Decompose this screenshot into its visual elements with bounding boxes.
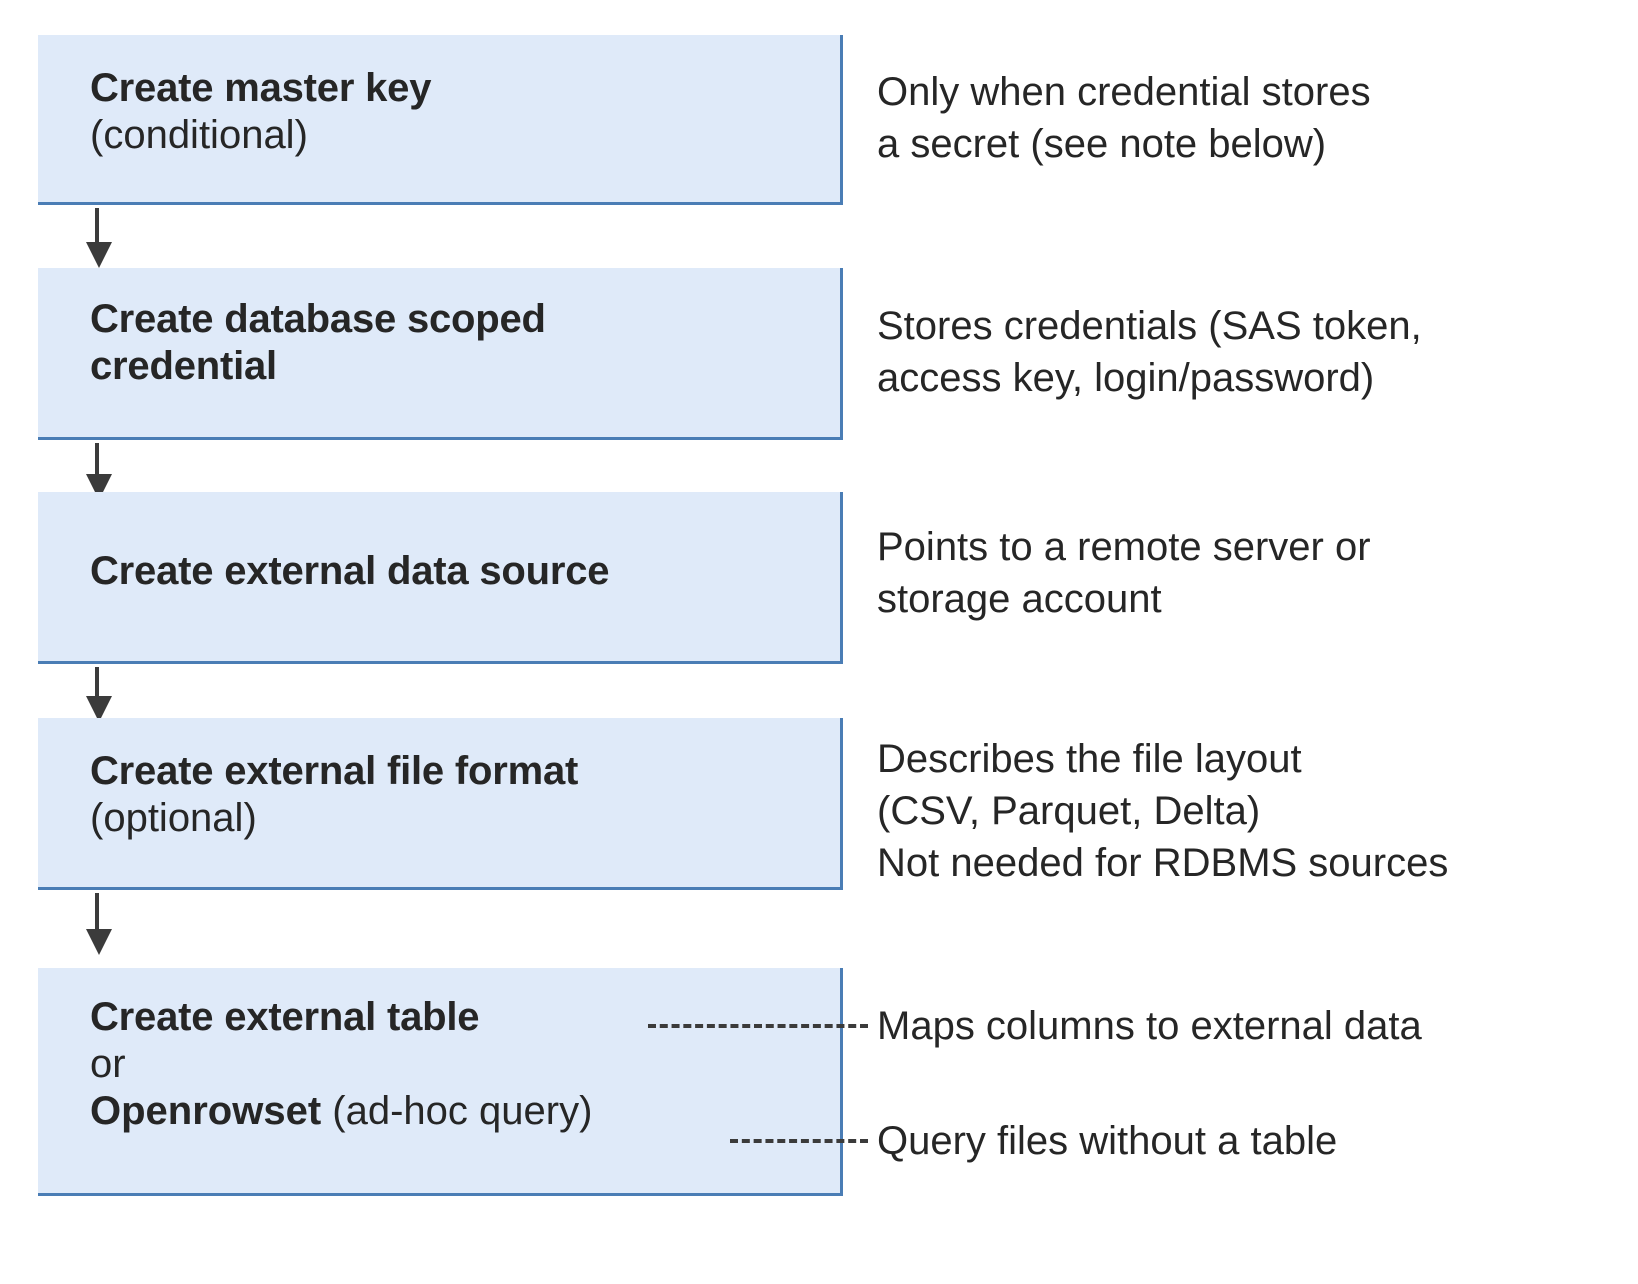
step-title-create-external-file-format: Create external file format: [90, 749, 579, 793]
note-create-database-scoped-credential: Stores credentials (SAS token, access ke…: [877, 304, 1422, 400]
step-title-openrowset-line: Openrowset (ad-hoc query): [90, 1088, 830, 1135]
note-create-master-key: Only when credential stores a secret (se…: [877, 70, 1371, 166]
step-box-create-master-key: Create master key (conditional): [38, 35, 843, 205]
step-box-create-external-file-format: Create external file format (optional): [38, 718, 843, 890]
dash-connector-table: [648, 1024, 868, 1028]
step-title-openrowset: Openrowset: [90, 1089, 322, 1134]
step-title-create-external-data-source: Create external data source: [90, 549, 610, 593]
step-title-create-database-scoped-credential: Create database scoped credential: [90, 297, 546, 389]
note-create-external-table: Maps columns to external data: [877, 1004, 1422, 1048]
arrow-1: [86, 208, 112, 268]
step-subtitle-openrowset: (ad-hoc query): [321, 1089, 593, 1134]
step-subtitle-create-external-file-format: (optional): [90, 796, 257, 841]
step-box-create-database-scoped-credential: Create database scoped credential: [38, 268, 843, 440]
step-title-create-master-key: Create master key: [90, 66, 432, 110]
note-create-external-data-source: Points to a remote server or storage acc…: [877, 525, 1371, 621]
step-title-create-external-table: Create external table: [90, 995, 480, 1039]
note-openrowset: Query files without a table: [877, 1119, 1338, 1163]
step-box-create-external-table-or-openrowset: Create external table or Openrowset (ad-…: [38, 968, 843, 1196]
step-subtitle-create-master-key: (conditional): [90, 113, 308, 158]
arrow-4: [86, 893, 112, 957]
step-box-create-external-data-source: Create external data source: [38, 492, 843, 664]
arrow-3: [86, 667, 112, 727]
dash-connector-openrowset: [730, 1139, 868, 1143]
note-create-external-file-format: Describes the file layout (CSV, Parquet,…: [877, 737, 1449, 885]
step-connector-or: or: [90, 1042, 126, 1087]
